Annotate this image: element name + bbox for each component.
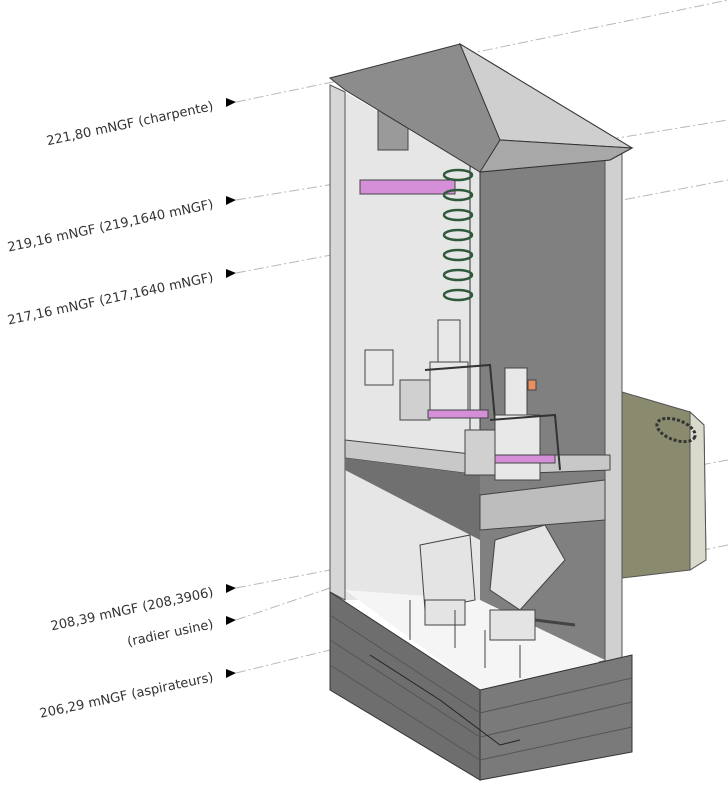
upper-platform [359, 179, 456, 195]
level-label-aspirateurs: 206,29 mNGF (aspirateurs) [38, 670, 214, 722]
turbine-1 [409, 534, 476, 648]
external-conduit-side [689, 410, 707, 571]
conduit-flange [655, 416, 697, 444]
level-label-219: 219,16 mNGF (219,1640 mNGF) [6, 197, 214, 255]
level-arrow-icon [226, 269, 236, 278]
level-arrow-icon [226, 669, 236, 678]
generator-unit-2 [464, 367, 561, 481]
generator-unit-1 [364, 319, 496, 421]
level-label-217: 217,16 mNGF (217,1640 mNGF) [6, 270, 214, 328]
level-label-charpente: 221,80 mNGF (charpente) [45, 99, 215, 149]
level-arrow-icon [226, 584, 236, 593]
support-beam [479, 479, 606, 531]
left-wall-edge [329, 84, 346, 601]
level-arrow-icon [226, 196, 236, 205]
right-wall-edge [604, 149, 623, 669]
turbine-2 [484, 524, 576, 678]
roof [328, 42, 634, 173]
foundation-block [329, 591, 633, 781]
slab-underside [345, 458, 480, 540]
level-arrow-icon [226, 616, 236, 625]
level-arrows [226, 98, 236, 678]
level-labels: 221,80 mNGF (charpente) 219,16 mNGF (219… [6, 99, 214, 722]
level-arrow-icon [226, 98, 236, 107]
level-label-radier-usine: (radier usine) [126, 617, 215, 650]
